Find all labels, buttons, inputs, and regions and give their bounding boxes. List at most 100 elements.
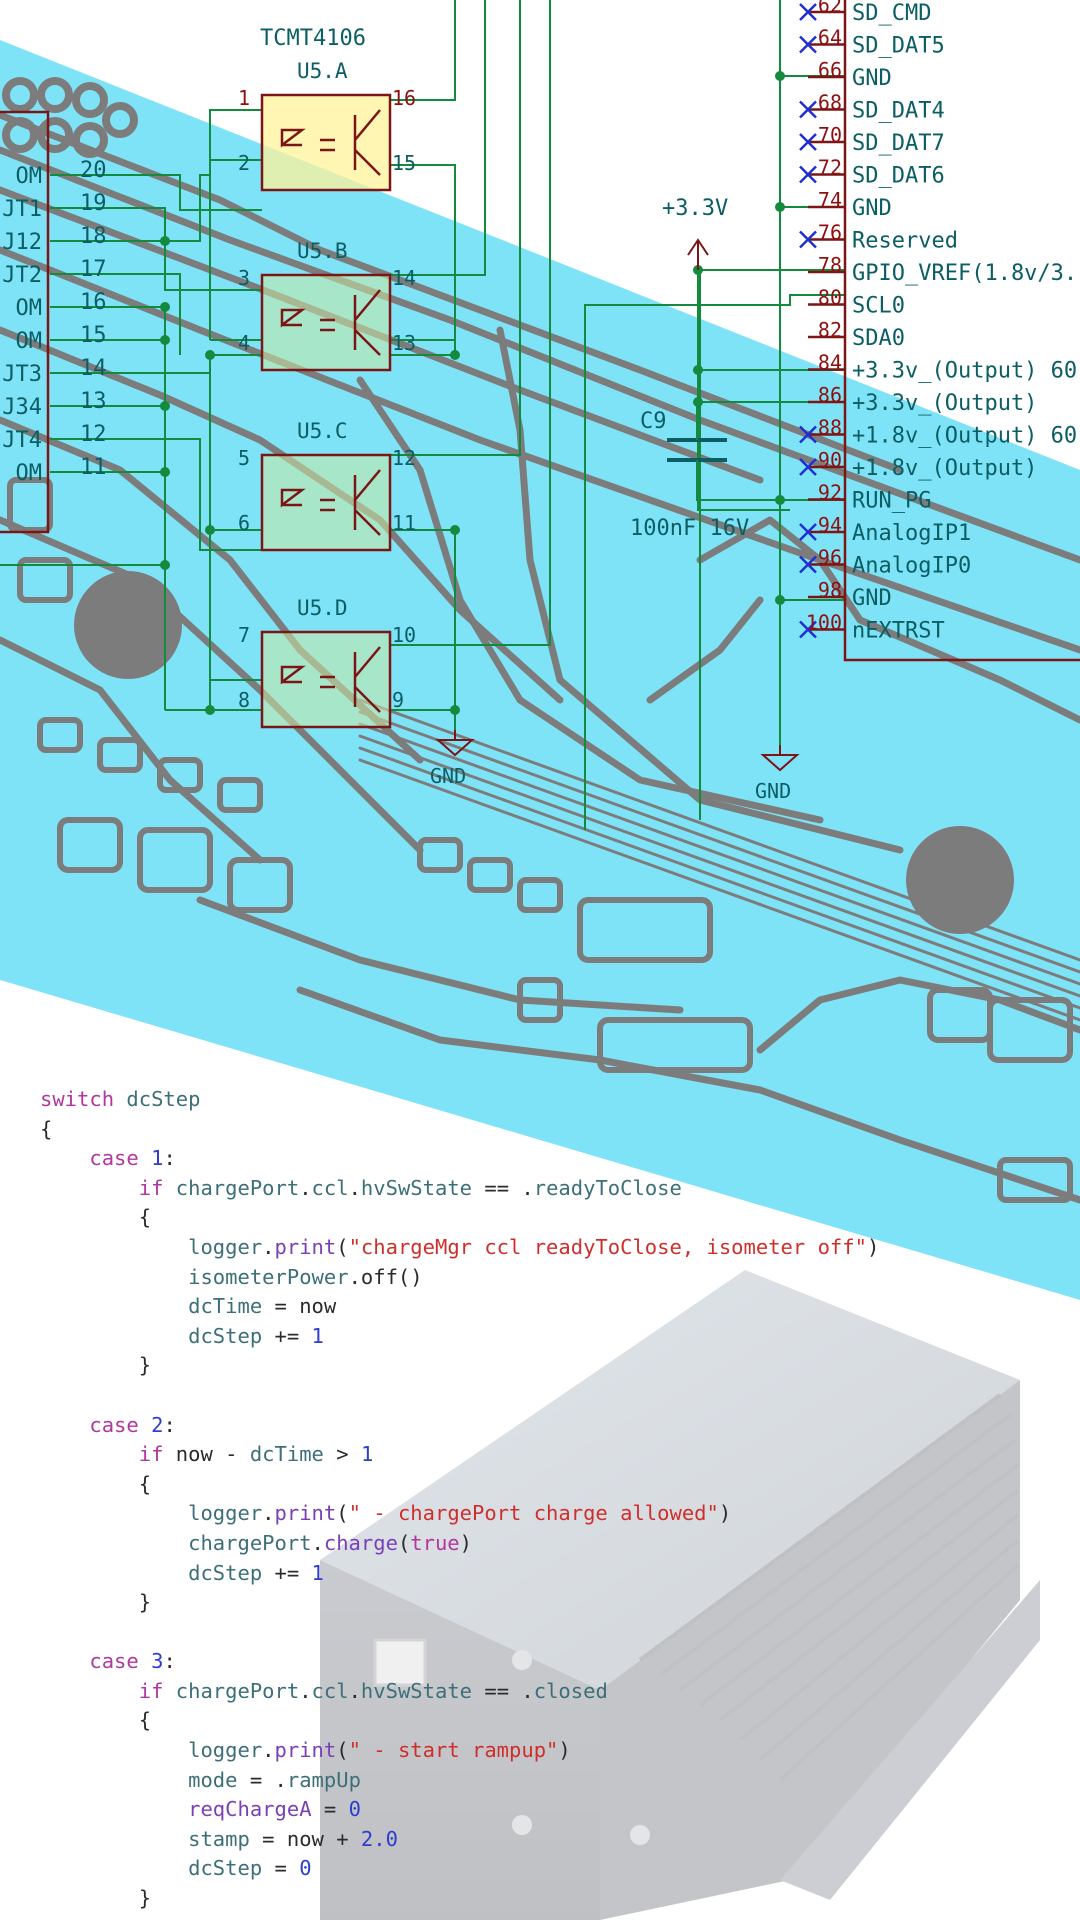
code-token: logger xyxy=(188,1234,263,1259)
code-token: "chargeMgr ccl readyToClose, isometer of… xyxy=(348,1234,867,1259)
code-token: if xyxy=(138,1442,176,1467)
code-line: logger.print("chargeMgr ccl readyToClose… xyxy=(40,1233,879,1263)
connector-pin-label: SCL0 xyxy=(852,294,905,319)
code-token xyxy=(40,1561,188,1585)
unit-pin: 4 xyxy=(238,331,250,355)
code-token: dcStep xyxy=(188,1323,263,1348)
code-token: mode xyxy=(188,1767,238,1792)
code-token: { xyxy=(40,1471,152,1496)
connector-pin-number: 17 xyxy=(80,257,107,282)
unit-pin: 5 xyxy=(238,446,250,470)
connector-pin-number: 100 xyxy=(806,611,842,635)
code-token xyxy=(40,1501,188,1525)
no-connect-cross-icon xyxy=(799,133,817,151)
code-token xyxy=(40,1738,188,1762)
code-token xyxy=(40,1442,139,1466)
code-line: if chargePort.ccl.hvSwState == .closed xyxy=(40,1677,879,1707)
connector-pin-label: SD_DAT7 xyxy=(852,131,945,156)
connector-pin-label: OM xyxy=(16,296,43,321)
code-token: = . xyxy=(237,1767,287,1792)
connector-pin-number: 70 xyxy=(818,123,842,147)
pcb-traces xyxy=(0,111,1080,1204)
code-token: 0 xyxy=(348,1797,361,1822)
connector-pin-number: 16 xyxy=(80,290,107,315)
connector-pin-label: OM xyxy=(16,164,43,189)
schematic-nets xyxy=(0,0,845,830)
code-token: } xyxy=(40,1886,152,1911)
unit-pin: 12 xyxy=(392,446,416,470)
code-token: hvSwState xyxy=(360,1678,473,1703)
code-line: dcStep += 1 xyxy=(40,1559,879,1589)
code-token: dcTime xyxy=(249,1442,324,1467)
code-token: ) xyxy=(718,1501,732,1526)
no-connect-cross-icon xyxy=(799,425,817,444)
code-line: } xyxy=(40,1351,879,1381)
code-token xyxy=(40,1856,188,1880)
connector-pin-label: SDA0 xyxy=(852,326,905,351)
code-line: switch dcStep xyxy=(40,1085,879,1115)
code-line: if now - dcTime > 1 xyxy=(40,1440,879,1470)
connector-pin-label: +3.3v_(Output) 60 xyxy=(852,359,1077,384)
connector-pin-number: 94 xyxy=(818,513,842,537)
no-connect-cross-icon xyxy=(799,620,817,639)
connector-pin-number: 18 xyxy=(80,224,107,249)
code-token: chargePort xyxy=(175,1678,300,1703)
connector-pin-number: 15 xyxy=(80,323,107,348)
code-token: hvSwState xyxy=(360,1175,473,1200)
unit-pin: 10 xyxy=(392,623,416,647)
connector-pin-label: JT1 xyxy=(2,197,42,222)
code-token: print xyxy=(274,1738,337,1763)
code-token: isometerPower xyxy=(188,1264,349,1289)
connector-pin-number: 96 xyxy=(818,546,842,570)
connector-pin-number: 92 xyxy=(818,481,842,505)
code-line: { xyxy=(40,1706,879,1736)
code-token: switch xyxy=(40,1087,127,1111)
connector-pin-number: 68 xyxy=(818,91,842,115)
capacitor-value: 100nF 16V xyxy=(630,516,749,541)
code-token: true xyxy=(410,1530,460,1555)
code-token: == . xyxy=(472,1678,534,1703)
code-line: isometerPower.off() xyxy=(40,1263,879,1293)
connector-pin-label: JT2 xyxy=(2,263,42,288)
code-token: charge xyxy=(323,1530,398,1555)
ground-symbol-icon xyxy=(435,730,475,757)
code-line: mode = .rampUp xyxy=(40,1766,879,1796)
code-token: ( xyxy=(336,1234,349,1259)
code-line: case 2: xyxy=(40,1411,879,1441)
unit-pin: 9 xyxy=(392,688,404,712)
connector-pin-label: OM xyxy=(16,461,43,486)
no-connect-cross-icon xyxy=(799,165,817,184)
code-token: . xyxy=(262,1234,275,1259)
code-token: = xyxy=(262,1856,300,1881)
code-token: 0 xyxy=(299,1856,312,1881)
code-token xyxy=(40,1176,139,1200)
code-token: if xyxy=(138,1175,176,1200)
photo-transistor-icon xyxy=(280,109,381,713)
ground-label: GND xyxy=(755,779,791,803)
code-token: . xyxy=(299,1678,312,1703)
unit-pin: 11 xyxy=(392,511,416,535)
connector-pin-label: nEXTRST xyxy=(852,619,945,644)
code-token: ( xyxy=(336,1738,349,1763)
code-token: now - xyxy=(175,1442,250,1467)
code-token: case xyxy=(89,1649,152,1674)
no-connect-cross-icon xyxy=(799,523,817,541)
code-token: . xyxy=(262,1738,275,1763)
code-token: logger xyxy=(188,1501,263,1526)
code-token: . xyxy=(348,1175,361,1200)
code-token xyxy=(40,1146,89,1170)
code-line: { xyxy=(40,1203,879,1233)
capacitor-icon xyxy=(667,402,780,501)
code-token: : xyxy=(163,1649,176,1674)
code-token: dcTime xyxy=(188,1294,263,1319)
unit-pin: 8 xyxy=(238,688,250,712)
code-token: closed xyxy=(533,1678,608,1703)
schematic-labels: TCMT4106 U5.A U5.B U5.C U5.D 1 2 16 15 3… xyxy=(2,0,1077,803)
code-listing: switch dcStep{ case 1: if chargePort.ccl… xyxy=(40,1085,879,1914)
code-token: readyToClose xyxy=(533,1175,682,1200)
connector-pin-label: SD_CMD xyxy=(852,1,931,26)
unit-pin: 3 xyxy=(238,266,250,290)
capacitor-name: C9 xyxy=(640,409,667,434)
code-token: 2.0 xyxy=(360,1826,398,1851)
code-token: dcStep xyxy=(188,1560,263,1585)
